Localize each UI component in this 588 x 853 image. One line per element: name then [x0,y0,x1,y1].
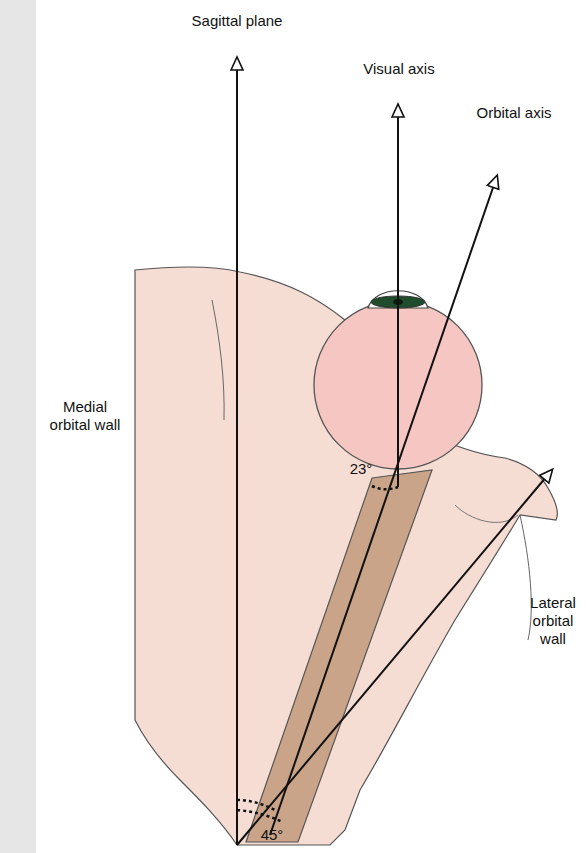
angle-arc [237,810,282,822]
lateral-wall-line [237,470,552,845]
visual-axis-line [397,105,399,487]
wall-label: Lateral orbital wall [522,594,584,648]
optic-nerve [246,470,432,842]
plane-label: Sagittal plane [182,12,292,30]
panel [36,0,588,853]
sagittal-plane-line [236,58,238,845]
axis-label: Visual axis [360,60,438,78]
axis-label: Orbital axis [474,104,554,122]
lateral-wall-contour [520,515,531,640]
orbital-axis-line [270,176,497,835]
angle-arc [372,486,398,489]
lid-contour [455,505,518,522]
angle-arc [237,800,275,810]
angle-label: 45° [254,826,290,844]
medial-wall-contour [212,300,224,420]
angle-label: 23° [344,460,378,478]
orbit-bone [135,267,557,845]
wall-label: Medial orbital wall [44,398,126,434]
